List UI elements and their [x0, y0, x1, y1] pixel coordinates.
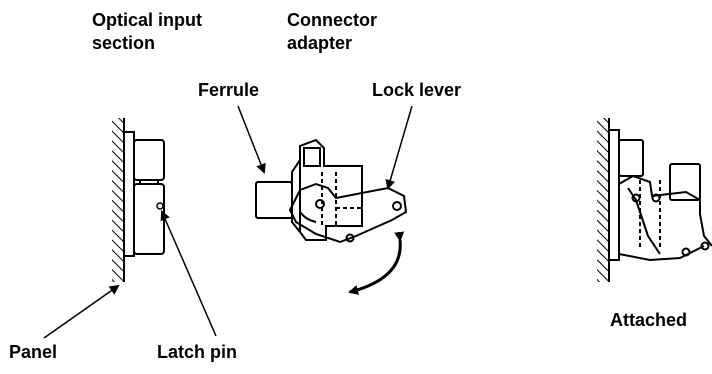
latch-pin-leader	[160, 210, 217, 337]
connector-adapter-shape	[255, 138, 408, 244]
ferrule-shape	[255, 181, 293, 219]
label-lock-lever: Lock lever	[372, 80, 462, 100]
attached-assembly	[597, 118, 712, 282]
left-panel-assembly	[112, 118, 165, 282]
rotation-arrow	[348, 231, 405, 295]
optical-input-section-shape	[123, 131, 165, 257]
ferrule-leader	[237, 105, 266, 174]
label-optical-input-section-line1: Optical input	[92, 10, 202, 30]
latch-pin-shape	[156, 202, 164, 210]
panel-wall	[112, 118, 124, 282]
lock-lever-shape	[288, 182, 408, 244]
panel-leader	[43, 284, 120, 339]
leader-lines	[43, 105, 413, 339]
label-optical-input-section-line2: section	[92, 33, 156, 53]
label-panel: Panel	[9, 342, 58, 362]
label-latch-pin: Latch pin	[157, 342, 237, 362]
label-connector-adapter-line2: adapter	[287, 33, 353, 53]
label-connector-adapter-line1: Connector	[287, 10, 377, 30]
lock-lever-leader	[385, 105, 413, 190]
label-attached: Attached	[610, 310, 688, 330]
label-ferrule: Ferrule	[198, 80, 260, 100]
